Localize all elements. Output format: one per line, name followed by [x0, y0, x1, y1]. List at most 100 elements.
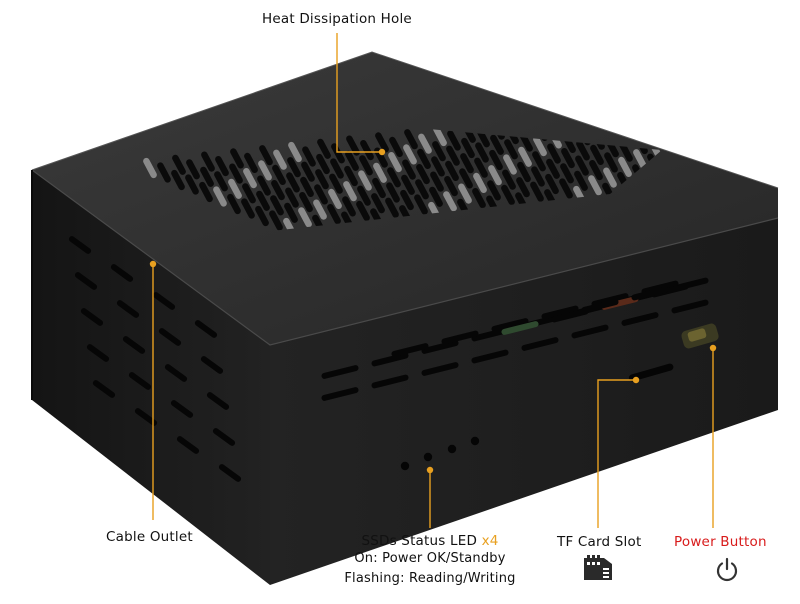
top-vent-slot [272, 164, 286, 185]
tf-card-slot-opening [628, 363, 674, 382]
top-vent-slot [243, 168, 257, 189]
top-vent-slot [560, 163, 574, 184]
top-vent-slot [603, 167, 617, 188]
ssd-status-led-callout: SSDs Status LED x4 On: Power OK/Standby … [325, 533, 535, 589]
top-vent-slot [387, 167, 401, 188]
leader-dots [149, 148, 717, 474]
top-vent-slot [444, 176, 458, 197]
leader-lines [152, 33, 714, 528]
top-vent-slot [230, 148, 244, 169]
power-icon [716, 557, 738, 582]
top-vent-slot [588, 175, 602, 196]
top-vent-slot [589, 160, 603, 181]
front-vent-slot [321, 387, 359, 401]
top-vent-slot [504, 139, 518, 160]
top-vent-slot [301, 161, 315, 182]
side-vent-slot [116, 300, 140, 318]
top-vent-slot [256, 190, 270, 211]
power-button-knob[interactable] [680, 322, 720, 349]
top-vent-slot [545, 173, 559, 195]
top-vent-slot [356, 200, 370, 221]
top-vent-slot [619, 141, 633, 162]
top-vent-slot [315, 169, 329, 190]
ssd-led-flashing-state: Flashing: Reading/Writing [344, 571, 516, 586]
top-vent-slot [299, 192, 313, 213]
leader-heat [336, 33, 382, 153]
side-vent-slot [122, 336, 146, 354]
top-vent-slot [400, 189, 414, 211]
side-vent-slot [176, 436, 200, 454]
front-vent-slot [471, 349, 509, 364]
side-vent-slot [110, 264, 134, 282]
top-vent-slot [516, 177, 530, 198]
top-vent-slot [271, 180, 285, 201]
top-vent-slot [327, 204, 341, 225]
top-vent-slot [214, 171, 228, 192]
front-vent-slot [631, 286, 669, 301]
top-vent-slot [561, 148, 575, 169]
top-vent-slot [473, 172, 487, 193]
front-vent-slot [551, 308, 589, 323]
top-vent-slot [530, 181, 544, 202]
top-vent-slot [445, 160, 459, 181]
top-vent-slot [489, 149, 503, 171]
top-vent-slot [313, 199, 327, 220]
top-vent-slot [403, 144, 417, 165]
top-vent-slot [358, 170, 372, 191]
top-vent-slot [200, 166, 214, 187]
top-vent-slot [385, 197, 399, 218]
side-vent-slot [74, 272, 98, 290]
front-vent-slot [621, 312, 659, 326]
enclosure-left-side [32, 170, 270, 585]
top-vent-slot [446, 145, 460, 166]
top-vent-slot [343, 181, 357, 202]
front-vent-slot [391, 343, 429, 357]
top-vent-slot [270, 195, 284, 216]
top-vent-slot [432, 141, 446, 162]
front-vent-slots [321, 277, 709, 401]
top-vent-slot [215, 156, 229, 177]
top-vent-slot [502, 169, 516, 190]
top-vent-slot [418, 133, 432, 154]
top-vent-slot [531, 166, 545, 187]
top-vent-slot [298, 207, 312, 228]
top-vent-slot [533, 136, 547, 157]
side-vent-slots [68, 236, 242, 482]
top-vent-slot [430, 171, 444, 192]
top-vent-slot [458, 183, 472, 204]
top-vent-slot [344, 165, 358, 187]
top-vent-slot [227, 193, 241, 215]
top-vent-slot [269, 210, 283, 231]
side-vent-slot [212, 428, 236, 446]
top-vent-slot [329, 173, 343, 194]
top-vent-slot [316, 153, 330, 175]
power-button-label: Power Button [674, 534, 767, 550]
front-vent-slot [601, 296, 639, 310]
heat-dissipation-hole-label: Heat Dissipation Hole [262, 11, 412, 27]
top-vent-slot [346, 135, 360, 156]
top-vent-slot [417, 148, 431, 169]
top-vent-slot [475, 142, 489, 163]
top-vent-slot [302, 146, 316, 167]
side-vent-slot [86, 344, 110, 362]
top-vent-slot [415, 179, 429, 200]
top-vent-slot [487, 180, 501, 201]
top-vent-slot [283, 217, 297, 232]
top-vent-slot [375, 132, 389, 153]
top-vent-slot [229, 163, 243, 184]
top-vent-slot [618, 156, 632, 177]
top-vent-slot [574, 170, 588, 191]
top-vent-slot [241, 198, 255, 219]
top-vent-slot [288, 141, 302, 163]
front-vent-slot [581, 299, 619, 313]
enclosure-front-panel [270, 218, 778, 585]
ssd-led-on-state: On: Power OK/Standby [354, 551, 506, 566]
top-vent-slot [331, 143, 345, 164]
top-vent-slot [345, 150, 359, 171]
top-vent-slot [157, 162, 171, 183]
top-vent-slot [360, 140, 374, 161]
side-vent-slot [206, 392, 230, 410]
front-vent-slot [501, 321, 539, 335]
side-vent-slot [134, 408, 158, 426]
